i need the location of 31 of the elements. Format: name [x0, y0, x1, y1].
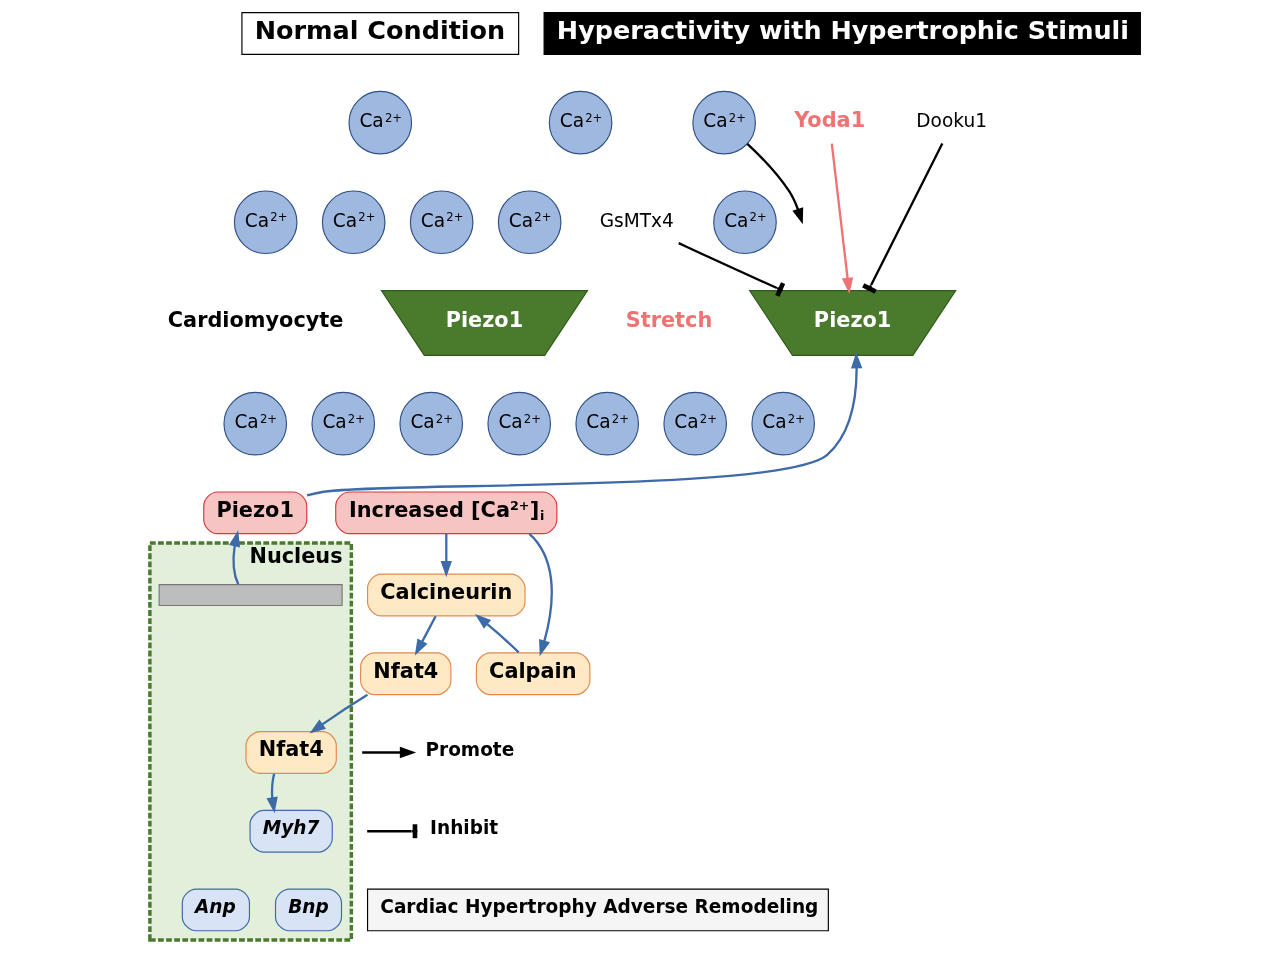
legend-label: Promote	[424, 738, 514, 760]
arrow	[440, 533, 452, 578]
arrow	[266, 773, 278, 814]
legend-label: Inhibit	[429, 817, 498, 839]
node-box: Calcineurin	[366, 573, 526, 617]
connector	[861, 143, 943, 294]
arrow	[414, 615, 437, 656]
label: Stretch	[625, 307, 712, 332]
node-text: Yoda1	[793, 107, 865, 132]
node-box: Normal Condition	[240, 12, 519, 55]
arrow	[306, 352, 862, 497]
arrow	[228, 530, 240, 585]
arrow	[308, 693, 368, 734]
node-text: GsMTx4	[599, 209, 674, 231]
node-text: Dooku1	[915, 110, 987, 132]
node-box: Piezo1	[202, 491, 307, 535]
arrow	[830, 143, 853, 295]
label: Cardiomyocyte	[167, 307, 343, 332]
node-box: Bnp	[274, 888, 342, 932]
connector	[677, 242, 785, 297]
node-box: Nfat4	[359, 652, 451, 696]
arrow	[528, 533, 553, 657]
arrow	[746, 143, 803, 225]
node-box: Nfat4	[244, 731, 337, 774]
node-box: Cardiac Hypertrophy Adverse Remodeling	[366, 888, 829, 932]
node-bar	[158, 584, 343, 607]
arrow	[474, 614, 519, 654]
node-box: Anp	[181, 888, 250, 932]
node-box: Calpain	[475, 652, 590, 696]
node-box: Hyperactivity with Hypertrophic Stimuli	[543, 12, 1141, 55]
node-box: Myh7	[248, 809, 333, 853]
